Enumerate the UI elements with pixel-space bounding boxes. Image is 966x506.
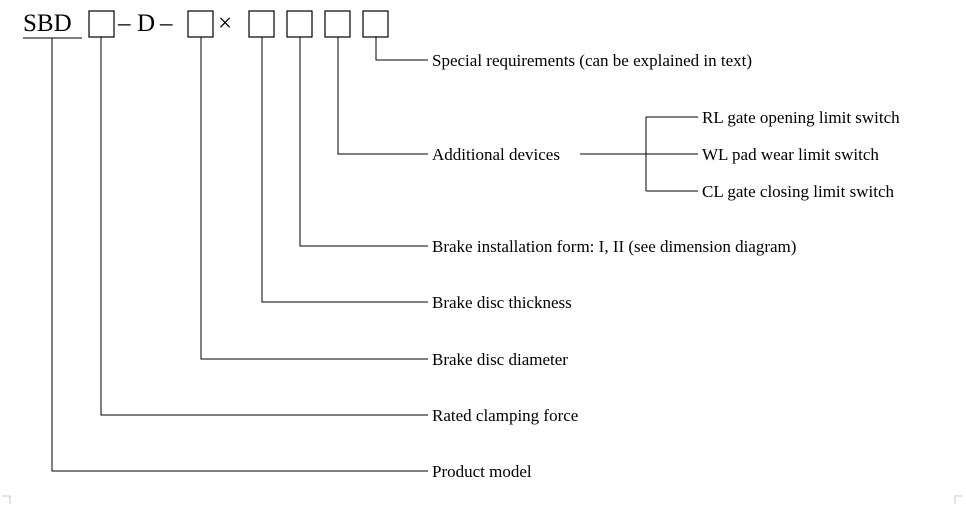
label-disc-diameter: Brake disc diameter — [432, 350, 568, 369]
label-rl-switch: RL gate opening limit switch — [702, 108, 900, 127]
leader-model — [51, 38, 428, 472]
box-installation-form — [286, 10, 313, 38]
box-clamping-force — [88, 10, 115, 38]
label-disc-thickness: Brake disc thickness — [432, 293, 572, 312]
label-wl-switch: WL pad wear limit switch — [702, 145, 879, 164]
label-installation-form: Brake installation form: I, II (see dime… — [432, 237, 796, 256]
leader-diameter — [200, 37, 428, 360]
leader-clamping — [100, 37, 428, 416]
code-times: × — [218, 10, 232, 37]
code-prefix: SBD — [23, 10, 72, 37]
page-corner-mark-left — [2, 495, 11, 504]
label-special-requirements: Special requirements (can be explained i… — [432, 51, 752, 70]
label-additional-devices: Additional devices — [432, 145, 560, 164]
box-disc-diameter — [187, 10, 214, 38]
label-clamping-force: Rated clamping force — [432, 406, 578, 425]
label-cl-switch: CL gate closing limit switch — [702, 182, 895, 201]
code-dash-1: – — [117, 10, 131, 37]
code-d-letter: D — [137, 10, 155, 37]
box-special-requirements — [362, 10, 389, 38]
leader-installation — [299, 37, 428, 247]
label-product-model: Product model — [432, 462, 532, 481]
box-disc-thickness — [248, 10, 275, 38]
box-additional-devices — [324, 10, 351, 38]
leader-thickness — [261, 37, 428, 303]
leader-special — [375, 37, 428, 61]
leader-additional — [337, 37, 428, 155]
code-dash-2: – — [159, 10, 173, 37]
page-corner-mark-right — [954, 495, 963, 504]
